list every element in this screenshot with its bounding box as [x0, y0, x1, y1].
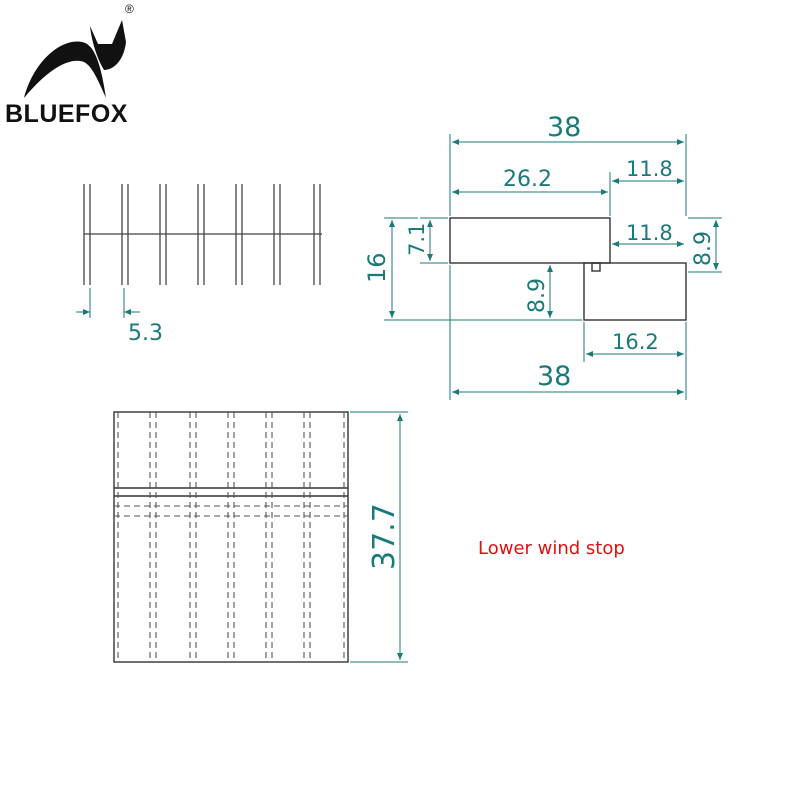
fin-pitch-label: 5.3 — [128, 321, 163, 346]
side-total-bottom-label: 38 — [537, 361, 571, 392]
length-dimension — [350, 411, 408, 663]
side-top-offset-label: 11.8 — [626, 157, 673, 181]
side-right-height-label: 8.9 — [691, 231, 716, 266]
lower-wind-stop-caption: Lower wind stop — [478, 538, 625, 559]
side-total-height-label: 16 — [363, 252, 391, 283]
side-total-top-label: 38 — [547, 112, 581, 143]
bluefox-logo-icon — [24, 20, 126, 98]
top-view-hidden-lines — [114, 412, 348, 662]
side-mid-offset-label: 11.8 — [626, 221, 673, 245]
top-view — [113, 411, 349, 663]
registered-mark: ® — [125, 2, 134, 16]
side-dimension-lines — [384, 134, 722, 400]
side-lower-length-label: 16.2 — [612, 330, 659, 354]
side-profile — [449, 217, 687, 321]
side-lower-height-label: 8.9 — [525, 278, 550, 313]
side-upper-height-label: 7.1 — [405, 223, 429, 256]
side-upper-length-label: 26.2 — [503, 167, 552, 192]
fin-view — [83, 184, 322, 285]
brand-name: BLUEFOX — [5, 100, 128, 128]
fin-pitch-dimension — [76, 288, 140, 318]
length-total-label: 37.7 — [367, 503, 402, 570]
